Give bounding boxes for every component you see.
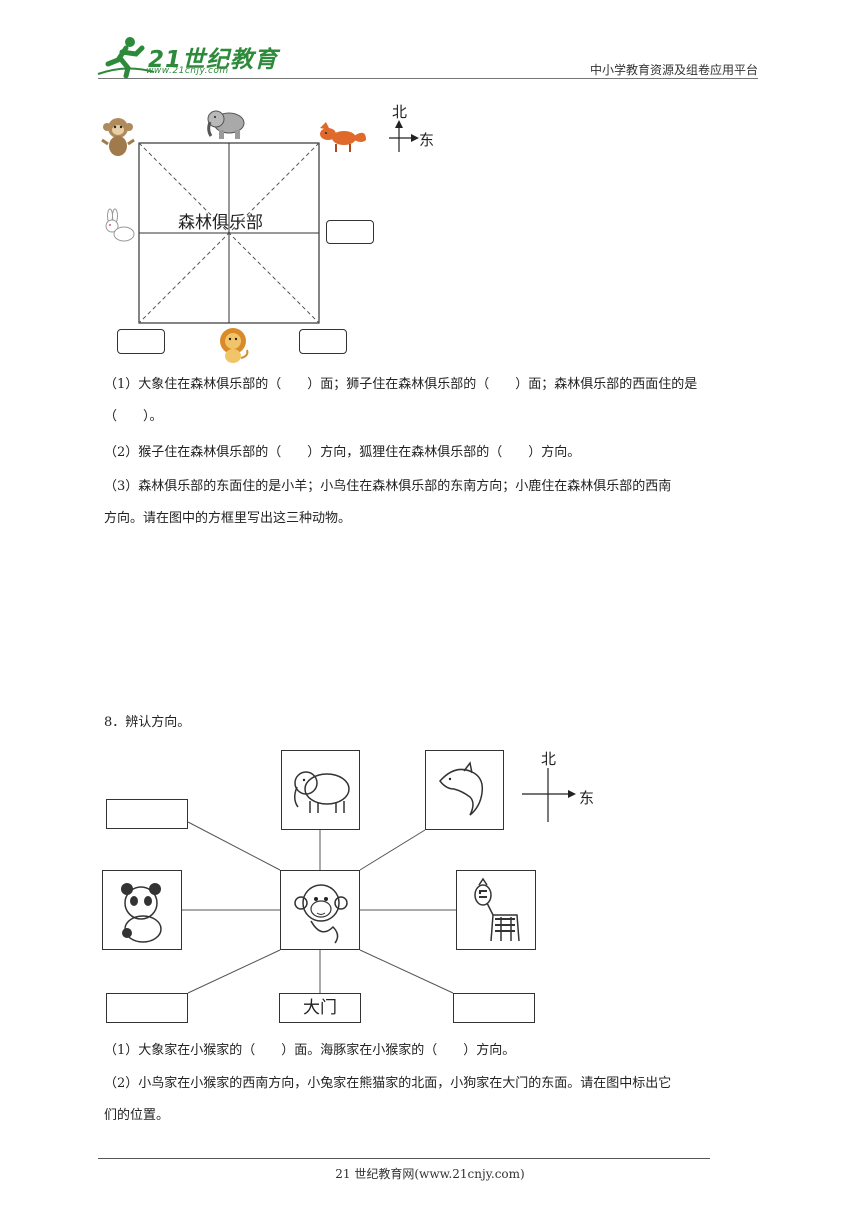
answer-box-east[interactable] bbox=[326, 220, 374, 244]
compass-east-label: 东 bbox=[419, 131, 435, 149]
footer-divider bbox=[98, 1158, 710, 1159]
q7-part3-cont: 方向。请在图中的方框里写出这三种动物。 bbox=[104, 511, 352, 526]
answer-box-southeast[interactable] bbox=[299, 329, 347, 354]
site-logo bbox=[96, 34, 266, 79]
forest-club-diagram bbox=[138, 142, 320, 324]
gate-box: 大门 bbox=[279, 993, 361, 1023]
q7-part2: （2）猴子住在森林俱乐部的（ ）方向，狐狸住在森林俱乐部的（ ）方向。 bbox=[104, 445, 581, 460]
compass-cross-icon bbox=[522, 768, 576, 822]
header-platform-text: 中小学教育资源及组卷应用平台 bbox=[589, 63, 758, 77]
compass-east-label-q8: 东 bbox=[579, 789, 595, 807]
monkey-icon bbox=[294, 884, 348, 944]
zebra-icon bbox=[474, 877, 520, 942]
answer-box-southeast-q8[interactable] bbox=[453, 993, 535, 1023]
elephant-house-card bbox=[281, 750, 360, 830]
panda-icon bbox=[121, 883, 162, 943]
q8-part2-cont: 们的位置。 bbox=[104, 1108, 170, 1123]
elephant-icon bbox=[207, 110, 245, 139]
lion-icon bbox=[220, 328, 249, 363]
elephant-icon bbox=[294, 771, 350, 813]
logo-url: www.21cnjy.com bbox=[146, 66, 229, 76]
forest-club-label: 森林俱乐部 bbox=[178, 213, 263, 233]
dolphin-icon bbox=[439, 761, 484, 816]
panda-house-card bbox=[102, 870, 182, 950]
monkey-icon bbox=[101, 118, 135, 156]
q8-part2: （2）小鸟家在小猴家的西南方向，小兔家在熊猫家的北面，小狗家在大门的东面。请在图… bbox=[104, 1076, 672, 1091]
q7-part1-cont: （ ）。 bbox=[104, 409, 163, 424]
gate-label: 大门 bbox=[303, 998, 337, 1018]
footer-text: 21 世纪教育网(www.21cnjy.com) bbox=[335, 1167, 525, 1181]
q7-part1: （1）大象住在森林俱乐部的（ ）面；狮子住在森林俱乐部的（ ）面；森林俱乐部的西… bbox=[104, 377, 698, 392]
direction-diagram-lines bbox=[182, 821, 456, 994]
compass-north-label: 北 bbox=[392, 103, 408, 121]
answer-box-southwest-q8[interactable] bbox=[106, 993, 188, 1023]
logo-text: 21世纪教育 bbox=[148, 47, 279, 73]
runner-logo-icon bbox=[97, 37, 155, 79]
dolphin-house-card bbox=[425, 750, 504, 830]
header-divider bbox=[98, 78, 758, 79]
compass-arrows-icon bbox=[389, 120, 419, 152]
q8-title: 8．辨认方向。 bbox=[104, 715, 191, 730]
q7-part3: （3）森林俱乐部的东面住的是小羊；小鸟住在森林俱乐部的东南方向；小鹿住在森林俱乐… bbox=[104, 479, 672, 494]
fox-icon bbox=[320, 122, 366, 152]
q8-part1: （1）大象家在小猴家的（ ）面。海豚家在小猴家的（ ）方向。 bbox=[104, 1043, 516, 1058]
rabbit-icon bbox=[105, 208, 135, 242]
answer-box-southwest[interactable] bbox=[117, 329, 165, 354]
zebra-house-card bbox=[456, 870, 536, 950]
compass-north-label-q8: 北 bbox=[541, 750, 557, 768]
answer-box-northwest[interactable] bbox=[106, 799, 188, 829]
monkey-house-card bbox=[280, 870, 360, 950]
